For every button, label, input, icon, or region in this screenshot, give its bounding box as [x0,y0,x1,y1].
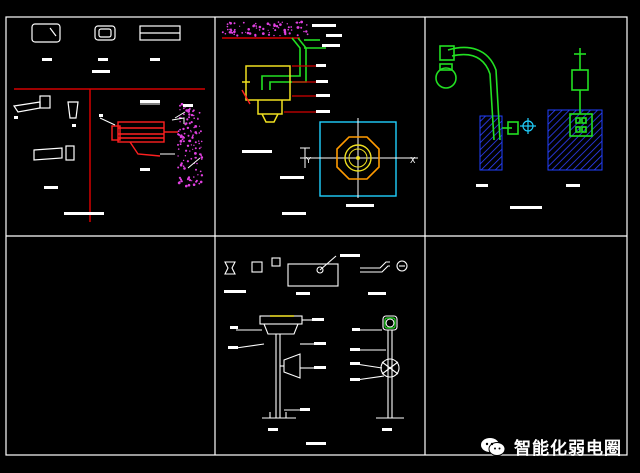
flange-detail [300,118,418,198]
panel-ceiling-mount: Y X [221,20,418,215]
watermark: 智能化弱电圈 [480,434,622,459]
y-axis-label: Y [305,156,311,165]
x-axis-label: X [410,156,416,165]
wall-camera [111,121,178,157]
wall-dots [177,102,204,188]
panel-grid [5,16,628,456]
panel-bracket-dome [435,45,603,209]
watermark-text: 智能化弱电圈 [514,439,622,459]
panel-pole-mount [224,254,408,445]
panel-wall-mount [12,23,205,222]
wechat-icon [481,437,506,456]
